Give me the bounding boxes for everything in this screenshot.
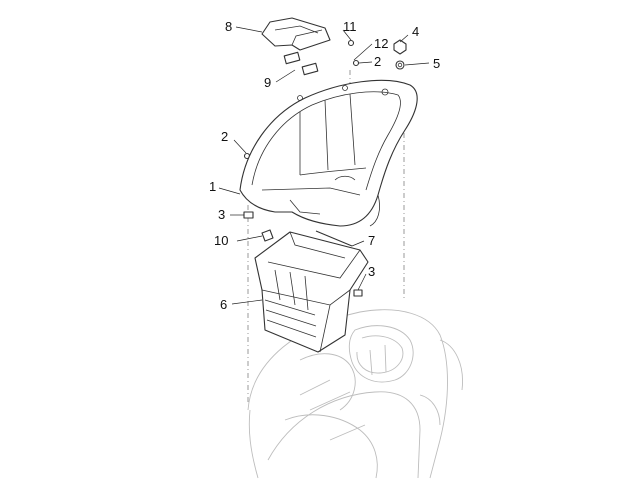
callout-1: 1 (209, 179, 217, 194)
callout-10: 10 (214, 233, 229, 248)
part-8-bracket (261, 17, 331, 51)
part-1-helmet-compartment (239, 79, 418, 227)
callout-3-lower: 3 (368, 264, 376, 279)
part-9-clips (283, 51, 319, 76)
leader-lines (218, 26, 430, 305)
callout-2-left: 2 (221, 129, 229, 144)
scooter-frame-outline (247, 309, 463, 479)
callout-11: 11 (343, 19, 357, 34)
callout-8: 8 (225, 19, 233, 34)
part-6-box (254, 231, 369, 353)
callout-12: 12 (374, 36, 389, 51)
callout-4: 4 (412, 24, 420, 39)
callout-2-top: 2 (374, 54, 382, 69)
callout-5: 5 (433, 56, 441, 71)
part-7-rod (315, 230, 353, 247)
callout-6: 6 (220, 297, 228, 312)
callout-7: 7 (368, 233, 376, 248)
callout-3-upper: 3 (218, 207, 226, 222)
callout-9: 9 (264, 75, 272, 90)
hardware-fasteners (243, 39, 407, 297)
